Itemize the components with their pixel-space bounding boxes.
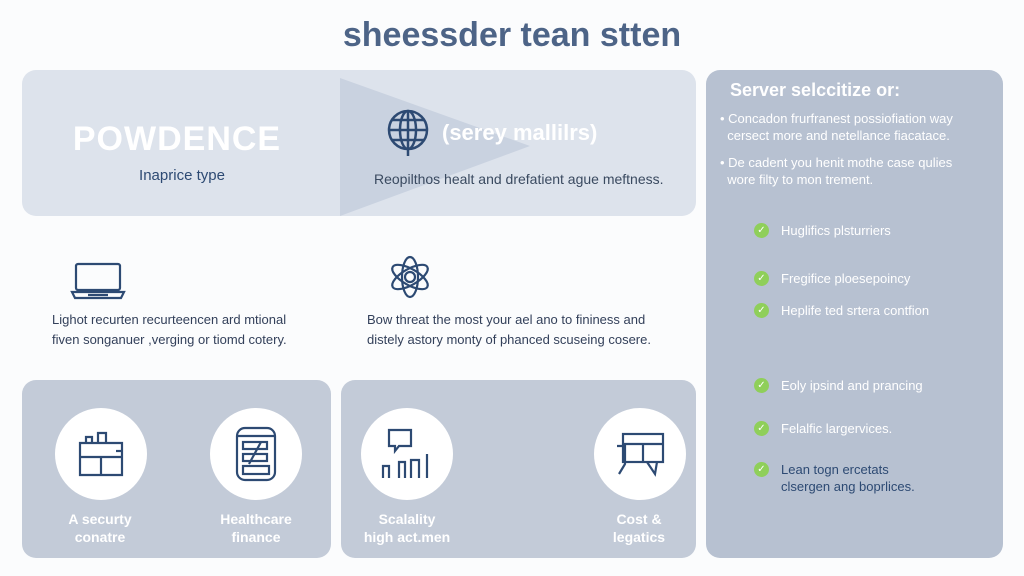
- check-icon: ✓: [754, 271, 769, 286]
- sidebar-title: Server selccitize or:: [730, 80, 901, 100]
- hero-banner: POWDENCE Inaprice type (serey mallilrs) …: [22, 70, 696, 216]
- check-icon: ✓: [754, 462, 769, 477]
- check-label: Eoly ipsind and prancing: [781, 378, 923, 393]
- building-icon: [55, 408, 147, 500]
- feature-line: distely astory monty of phanced scuseing…: [367, 332, 651, 347]
- globe-icon: [387, 109, 429, 156]
- check-label: Heplife ted srtera contfion: [781, 303, 930, 318]
- card-label-line: Cost &: [616, 511, 662, 527]
- feature-line: Bow threat the most your ael ano to fini…: [367, 312, 646, 327]
- check-item: ✓ Eoly ipsind and prancing: [754, 377, 923, 394]
- bullet-line: cersect more and netellance fiacatace.: [727, 128, 950, 143]
- card-label: A securty conatre: [30, 510, 170, 546]
- check-label: Lean togn ercetats: [781, 462, 889, 477]
- feature-line: Lighot recurten recurteencen ard mtional: [52, 312, 287, 327]
- check-label: Huglifics plsturriers: [781, 223, 891, 238]
- bullet-item: • De cadent you henit mothe case qulies …: [720, 155, 953, 187]
- hero-heading: POWDENCE: [72, 120, 282, 158]
- hero-subtitle: Inaprice type: [139, 167, 225, 184]
- check-label: Fregifice ploesepoincy: [781, 271, 911, 286]
- feature-text: Lighot recurten recurteencen ard mtional…: [52, 310, 287, 350]
- check-icon: ✓: [754, 223, 769, 238]
- atom-icon: [391, 255, 429, 299]
- play-triangle-decoration: [340, 78, 530, 216]
- hero-tagline: (serey mallilrs): [442, 120, 598, 145]
- check-item: ✓ Huglifics plsturriers: [754, 222, 891, 239]
- check-item: ✓ Fregifice ploesepoincy: [754, 270, 910, 287]
- card-label-line: legatics: [612, 529, 666, 545]
- card-label: Healthcare finance: [186, 510, 326, 546]
- card-label-line: Scalality: [378, 511, 436, 527]
- check-item: ✓ Felalfic largervices.: [754, 420, 892, 437]
- feature-line: fiven songanuer ,verging or tiomd cotery…: [52, 332, 287, 347]
- check-icon: ✓: [754, 421, 769, 436]
- feature-text: Bow threat the most your ael ano to fini…: [367, 310, 651, 350]
- check-item: ✓ Heplife ted srtera contfion: [754, 302, 929, 319]
- card-label-line: A securty: [68, 511, 132, 527]
- hero-description: Reopilthos healt and drefatient ague mef…: [374, 171, 664, 187]
- bullet-item: • Concadon frurfranest possiofiation way…: [720, 111, 953, 143]
- chart-chat-icon: [361, 408, 453, 500]
- chat-bubbles-icon: [594, 408, 686, 500]
- check-icon: ✓: [754, 378, 769, 393]
- page-title: sheessder tean stten: [342, 16, 682, 54]
- check-label: Felalfic largervices.: [781, 421, 893, 436]
- card-label-line: high act.men: [363, 529, 451, 545]
- database-icon: [210, 408, 302, 500]
- card-label-line: Healthcare: [220, 511, 292, 527]
- bullet-line: Concadon frurfranest possiofiation way: [728, 111, 953, 126]
- check-icon: ✓: [754, 303, 769, 318]
- bullet-line: De cadent you henit mothe case qulies: [728, 155, 953, 170]
- bullet-line: wore filty to mon trement.: [727, 172, 874, 187]
- card-label-line: finance: [231, 529, 281, 545]
- check-item: ✓ Lean togn ercetats clsergen ang boprlice…: [754, 461, 915, 495]
- card-security-healthcare: A securty conatre Healthcare finance: [22, 380, 331, 558]
- sidebar-panel: Server selccitize or: • Concadon frurfra…: [706, 70, 1003, 558]
- check-label: clsergen ang boprlices.: [781, 479, 915, 494]
- card-label-line: conatre: [74, 529, 126, 545]
- card-label: Cost & legatics: [569, 510, 709, 546]
- card-label: Scalality high act.men: [337, 510, 477, 546]
- laptop-icon: [70, 262, 126, 300]
- card-scalability-cost: Scalality high act.men Cost & legatics: [341, 380, 696, 558]
